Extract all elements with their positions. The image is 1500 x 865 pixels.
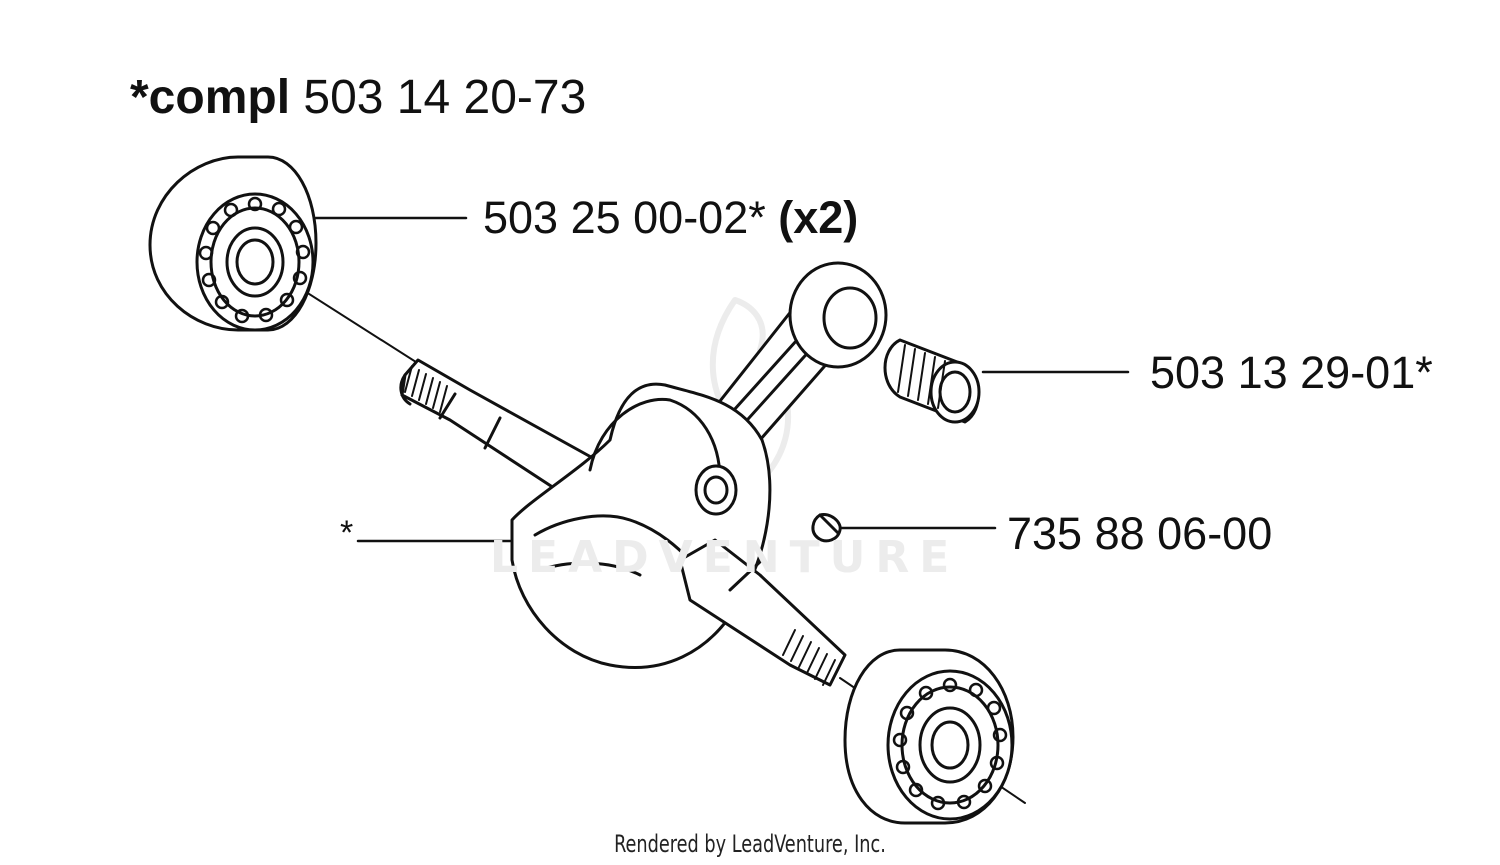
ball-bearing-upper — [148, 155, 318, 332]
woodruff-key — [811, 512, 842, 543]
watermark-text: LEADVENTURE — [490, 532, 960, 583]
ball-bearing-lower — [843, 648, 1015, 825]
bearing-part-number: 503 25 00-02* — [483, 192, 766, 243]
assembly-title: *compl 503 14 20-73 — [130, 74, 586, 122]
bearing-callout: 503 25 00-02* (x2) — [483, 195, 858, 240]
woodruff-key-callout: 735 88 06-00 — [1007, 508, 1273, 559]
footer-credit: Rendered by LeadVenture, Inc. — [614, 830, 886, 858]
needle-bearing-callout: 503 13 29-01* — [1150, 347, 1433, 398]
assembly-prefix: *compl — [130, 71, 291, 124]
assembly-part-number: 503 14 20-73 — [303, 71, 587, 124]
needle-bearing — [883, 338, 981, 424]
crankshaft-callout: * — [340, 514, 354, 552]
bearing-quantity: (x2) — [778, 192, 859, 243]
connecting-rod — [703, 261, 888, 442]
crankshaft-lower-shaft — [678, 538, 847, 687]
